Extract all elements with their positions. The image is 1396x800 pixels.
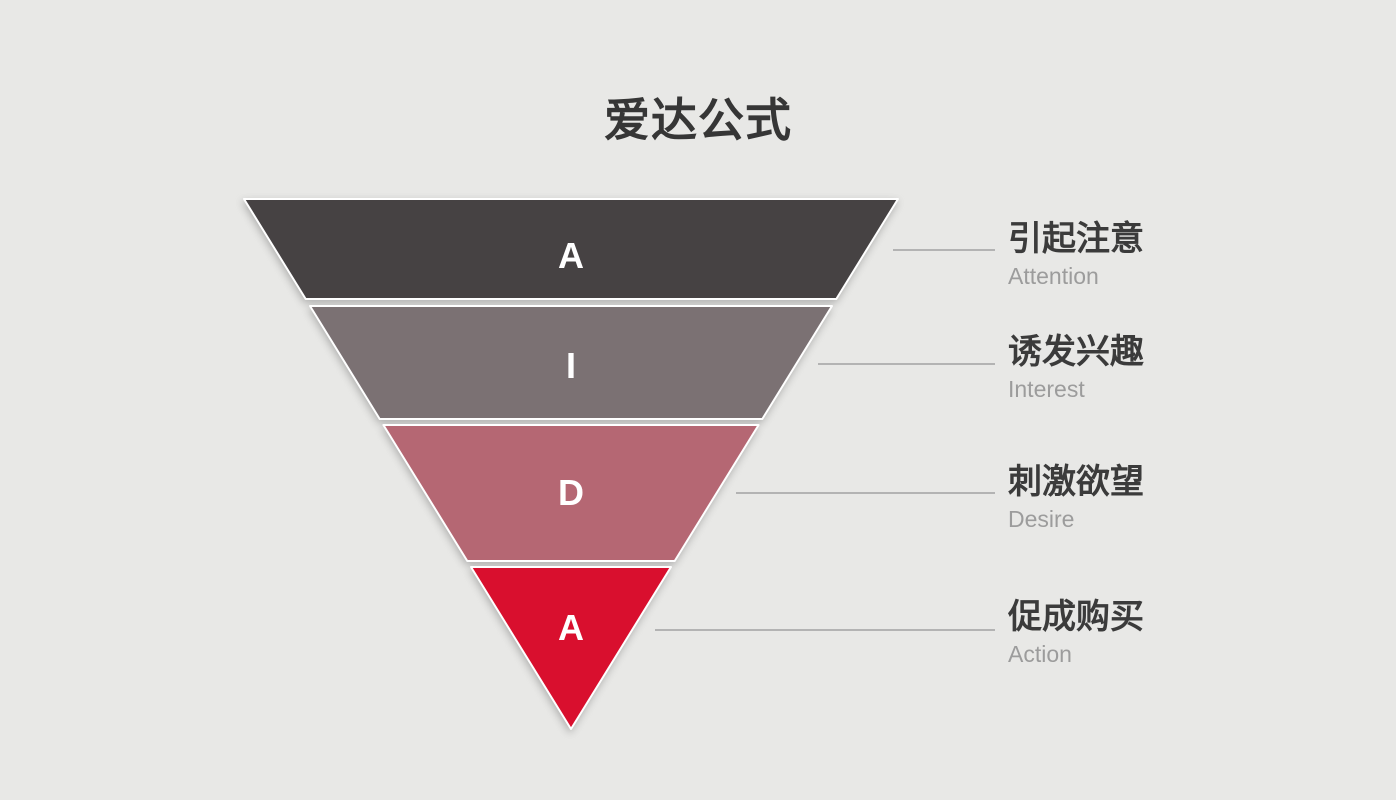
funnel-layer-attention (243, 198, 899, 300)
label-en-attention: Attention (1008, 263, 1099, 289)
connector-line-interest (818, 363, 995, 365)
label-group-attention: 引起注意 Attention (1008, 218, 1144, 290)
connector-line-action (655, 629, 995, 631)
label-zh-action: 促成购买 (1008, 598, 1144, 636)
label-zh-interest: 诱发兴趣 (1008, 333, 1144, 371)
connector-line-desire (736, 492, 995, 494)
aida-funnel-diagram: A I D A (243, 198, 899, 730)
label-group-action: 促成购买 Action (1008, 596, 1144, 668)
label-zh-desire: 刺激欲望 (1008, 463, 1144, 501)
connector-line-attention (893, 249, 995, 251)
label-en-interest: Interest (1008, 376, 1085, 402)
funnel-layer-desire (382, 424, 760, 562)
funnel-layer-interest (309, 305, 833, 420)
funnel-letter-action: A (558, 607, 584, 648)
label-group-interest: 诱发兴趣 Interest (1008, 331, 1144, 403)
funnel-letter-interest: I (566, 345, 576, 386)
funnel-letter-attention: A (558, 235, 584, 276)
label-en-desire: Desire (1008, 506, 1075, 532)
funnel-letter-desire: D (558, 472, 584, 513)
funnel-layer-action (470, 566, 672, 730)
page-title: 爱达公式 (604, 94, 792, 146)
label-group-desire: 刺激欲望 Desire (1008, 461, 1144, 533)
label-en-action: Action (1008, 641, 1072, 667)
label-zh-attention: 引起注意 (1008, 220, 1144, 258)
